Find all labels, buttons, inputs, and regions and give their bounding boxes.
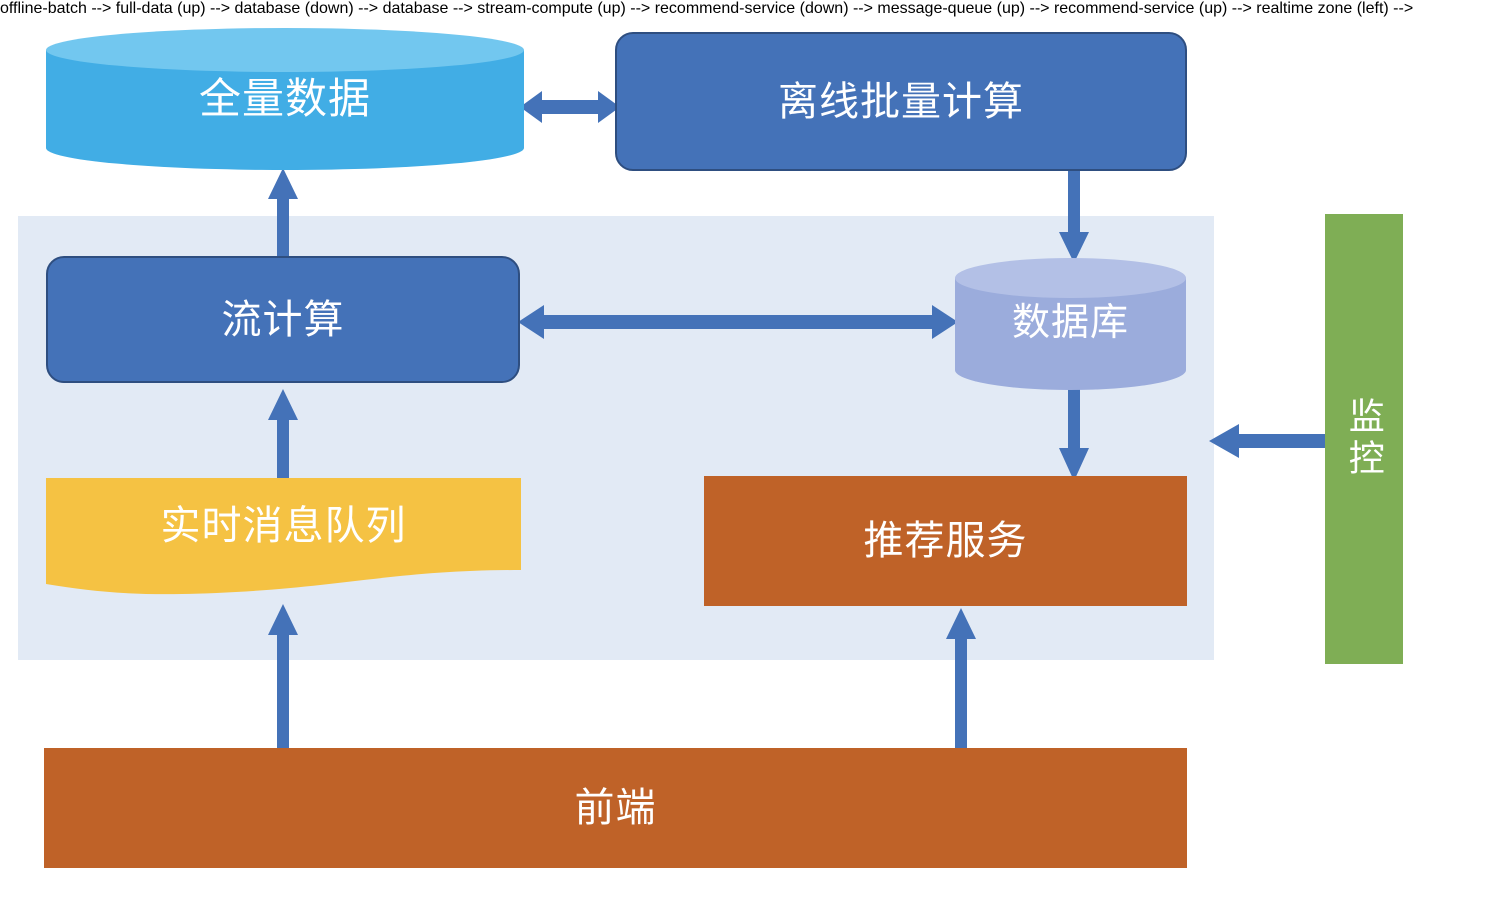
node-frontend-label: 前端 [574,786,657,830]
connector-database-recommend-service [1056,385,1092,481]
connector-frontend-message-queue [265,604,301,752]
node-database[interactable]: 数据库 [955,258,1186,390]
node-offline-batch-label: 离线批量计算 [778,79,1024,124]
node-monitor[interactable]: 监控 [1325,214,1403,664]
cylinder-top [46,28,524,72]
connector-stream-compute-full-data [265,168,301,260]
connector-stream-compute-database [518,301,958,343]
node-monitor-label: 监控 [1343,397,1385,481]
node-full-data[interactable]: 全量数据 [46,28,524,170]
node-frontend[interactable]: 前端 [44,748,1187,868]
cylinder-top [955,258,1186,298]
connector-full-data-offline-batch [520,86,620,128]
connector-offline-batch-database [1056,171,1092,263]
connector-monitor-realtime-zone [1209,420,1327,462]
node-stream-compute[interactable]: 流计算 [46,256,520,383]
node-recommend-service-label: 推荐服务 [863,519,1028,563]
node-recommend-service[interactable]: 推荐服务 [704,476,1187,606]
connector-frontend-recommend-service [943,608,979,752]
connector-message-queue-stream-compute [265,389,301,481]
node-stream-compute-label: 流计算 [221,297,345,342]
node-message-queue[interactable]: 实时消息队列 [46,478,521,600]
node-offline-batch[interactable]: 离线批量计算 [615,32,1187,171]
wave-document-shape [46,478,521,595]
